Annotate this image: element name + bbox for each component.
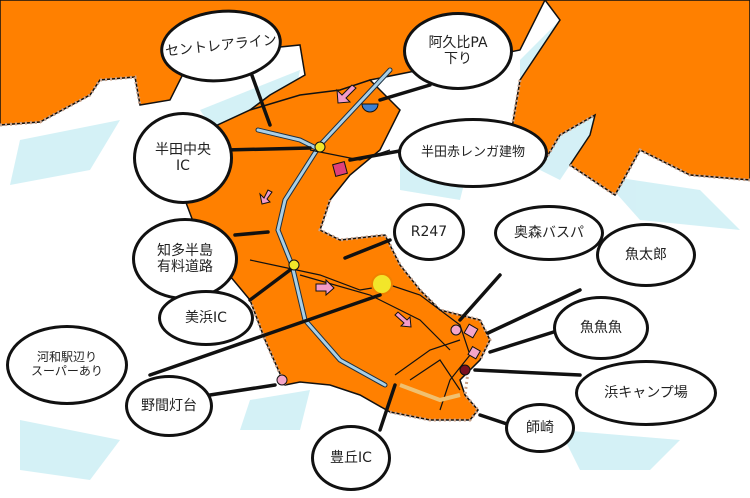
label-r247[interactable]: R247 xyxy=(393,203,465,261)
label-kowa-station[interactable]: 河和駅辺り スーパーあり xyxy=(6,325,128,405)
handa-chuo-ic-marker[interactable] xyxy=(314,141,326,153)
label-okusa-bus[interactable]: 奥森バスパ xyxy=(494,205,604,261)
label-agui-pa[interactable]: 阿久比PA 下り xyxy=(403,12,513,90)
uotaro-marker[interactable] xyxy=(463,323,479,339)
agui-pa-marker[interactable] xyxy=(361,103,379,113)
r247-marker[interactable] xyxy=(371,273,393,295)
label-chita-toll-road[interactable]: 知多半島 有料道路 xyxy=(132,218,238,300)
land-peninsula xyxy=(184,79,491,421)
label-minamihama-ic[interactable]: 美浜IC xyxy=(158,290,254,346)
label-handa-brick[interactable]: 半田赤レンガ建物 xyxy=(398,118,548,188)
label-toyooka-ic[interactable]: 豊丘IC xyxy=(311,425,391,491)
okusa-bus-marker[interactable] xyxy=(450,324,462,336)
label-hama-camp[interactable]: 浜キャンプ場 xyxy=(575,360,717,426)
label-noma-lighthouse[interactable]: 野間灯台 xyxy=(125,375,213,437)
local-roads xyxy=(249,149,471,411)
direction-arrows xyxy=(259,84,412,328)
label-uotaro[interactable]: 魚太郎 xyxy=(596,223,696,287)
leader-arrows xyxy=(148,68,582,432)
hama-camp-marker[interactable] xyxy=(459,364,471,376)
handa-brick-marker[interactable] xyxy=(332,161,348,177)
label-gyogyogyo[interactable]: 魚魚魚 xyxy=(553,296,649,360)
noma-lighthouse-marker[interactable] xyxy=(276,374,288,386)
gyogyogyo-marker[interactable] xyxy=(467,345,482,360)
label-morozaki[interactable]: 師崎 xyxy=(505,403,575,453)
chita-toll-road-marker[interactable] xyxy=(288,259,300,271)
label-handa-chuo-ic[interactable]: 半田中央 IC xyxy=(133,112,233,204)
